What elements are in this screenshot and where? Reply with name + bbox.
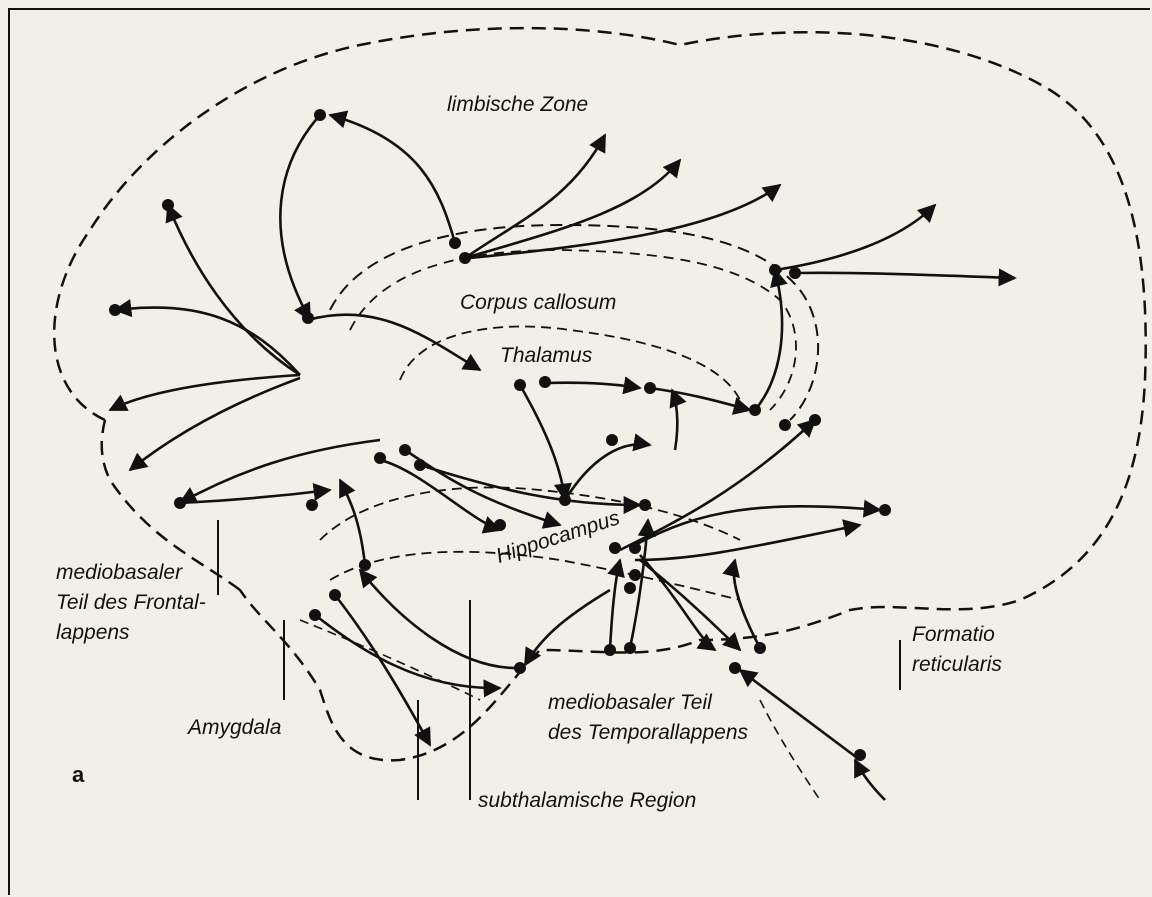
brain-outline (54, 28, 1146, 760)
reticular-dashed (760, 700, 820, 800)
corpus-callosum-outer (330, 225, 818, 420)
pathway-arrow (775, 205, 935, 270)
node (809, 414, 821, 426)
pathway-arrow (795, 273, 1015, 278)
label-corpus-callosum: Corpus callosum (460, 290, 616, 316)
node (629, 542, 641, 554)
pathway-arrow (465, 135, 605, 258)
label-subthalamic: subthalamische Region (478, 788, 696, 814)
node (309, 609, 321, 621)
pathway-arrow (565, 444, 650, 500)
node (779, 419, 791, 431)
node (609, 542, 621, 554)
pathway-arrow (610, 560, 620, 650)
label-amygdala: Amygdala (188, 715, 281, 741)
node (789, 267, 801, 279)
node (399, 444, 411, 456)
node (162, 199, 174, 211)
temporal-dashed (300, 620, 480, 700)
label-reticular-2: reticularis (912, 652, 1002, 678)
pathway-arrow (130, 378, 300, 470)
node (514, 379, 526, 391)
node (754, 642, 766, 654)
node (639, 499, 651, 511)
node (306, 499, 318, 511)
node (559, 494, 571, 506)
pathway-arrow (465, 160, 680, 258)
pathway-arrow (672, 390, 677, 450)
node (514, 662, 526, 674)
node (314, 109, 326, 121)
label-frontal-1: mediobasaler (56, 560, 182, 586)
node (329, 589, 341, 601)
node (459, 252, 471, 264)
node (644, 382, 656, 394)
node (879, 504, 891, 516)
pathway-arrow (470, 185, 780, 258)
node (414, 459, 426, 471)
pathway-arrow (180, 440, 380, 503)
node (174, 497, 186, 509)
label-reticular-1: Formatio (912, 622, 995, 648)
node (749, 404, 761, 416)
node (539, 376, 551, 388)
pathway-arrow (315, 615, 500, 688)
node (624, 642, 636, 654)
pathway-arrow (330, 115, 455, 243)
node (629, 569, 641, 581)
node (449, 237, 461, 249)
pathway-arrow (110, 375, 300, 410)
label-frontal-3: lappens (56, 620, 130, 646)
pathway-arrow (520, 385, 565, 500)
pathway-arrow (640, 560, 740, 650)
node (374, 452, 386, 464)
label-temporal-2: des Temporallappens (548, 720, 748, 746)
pathway-arrow (635, 506, 880, 545)
pathway-arrow (620, 420, 815, 550)
node (854, 749, 866, 761)
pathway-arrow (280, 115, 320, 320)
label-temporal-1: mediobasaler Teil (548, 690, 712, 716)
pathway-arrow (545, 383, 640, 388)
label-frontal-2: Teil des Frontal- (56, 590, 206, 616)
node (302, 312, 314, 324)
label-limbic-zone: limbische Zone (447, 92, 588, 118)
pathway-arrow (734, 560, 760, 648)
pathway-arrow (420, 465, 640, 505)
pathway-arrow (405, 450, 560, 525)
pathway-arrow (855, 760, 885, 800)
pathway-arrow (308, 315, 480, 370)
node (624, 582, 636, 594)
figure-panel-letter: a (72, 762, 84, 788)
node (606, 434, 618, 446)
node (729, 662, 741, 674)
node (604, 644, 616, 656)
node (109, 304, 121, 316)
pathway-arrow (340, 480, 365, 565)
pathway-arrow (740, 670, 860, 760)
node (494, 519, 506, 531)
node (359, 559, 371, 571)
pathway-arrow (360, 570, 520, 668)
label-thalamus: Thalamus (500, 343, 592, 369)
node (769, 264, 781, 276)
pathway-arrow (115, 308, 300, 375)
